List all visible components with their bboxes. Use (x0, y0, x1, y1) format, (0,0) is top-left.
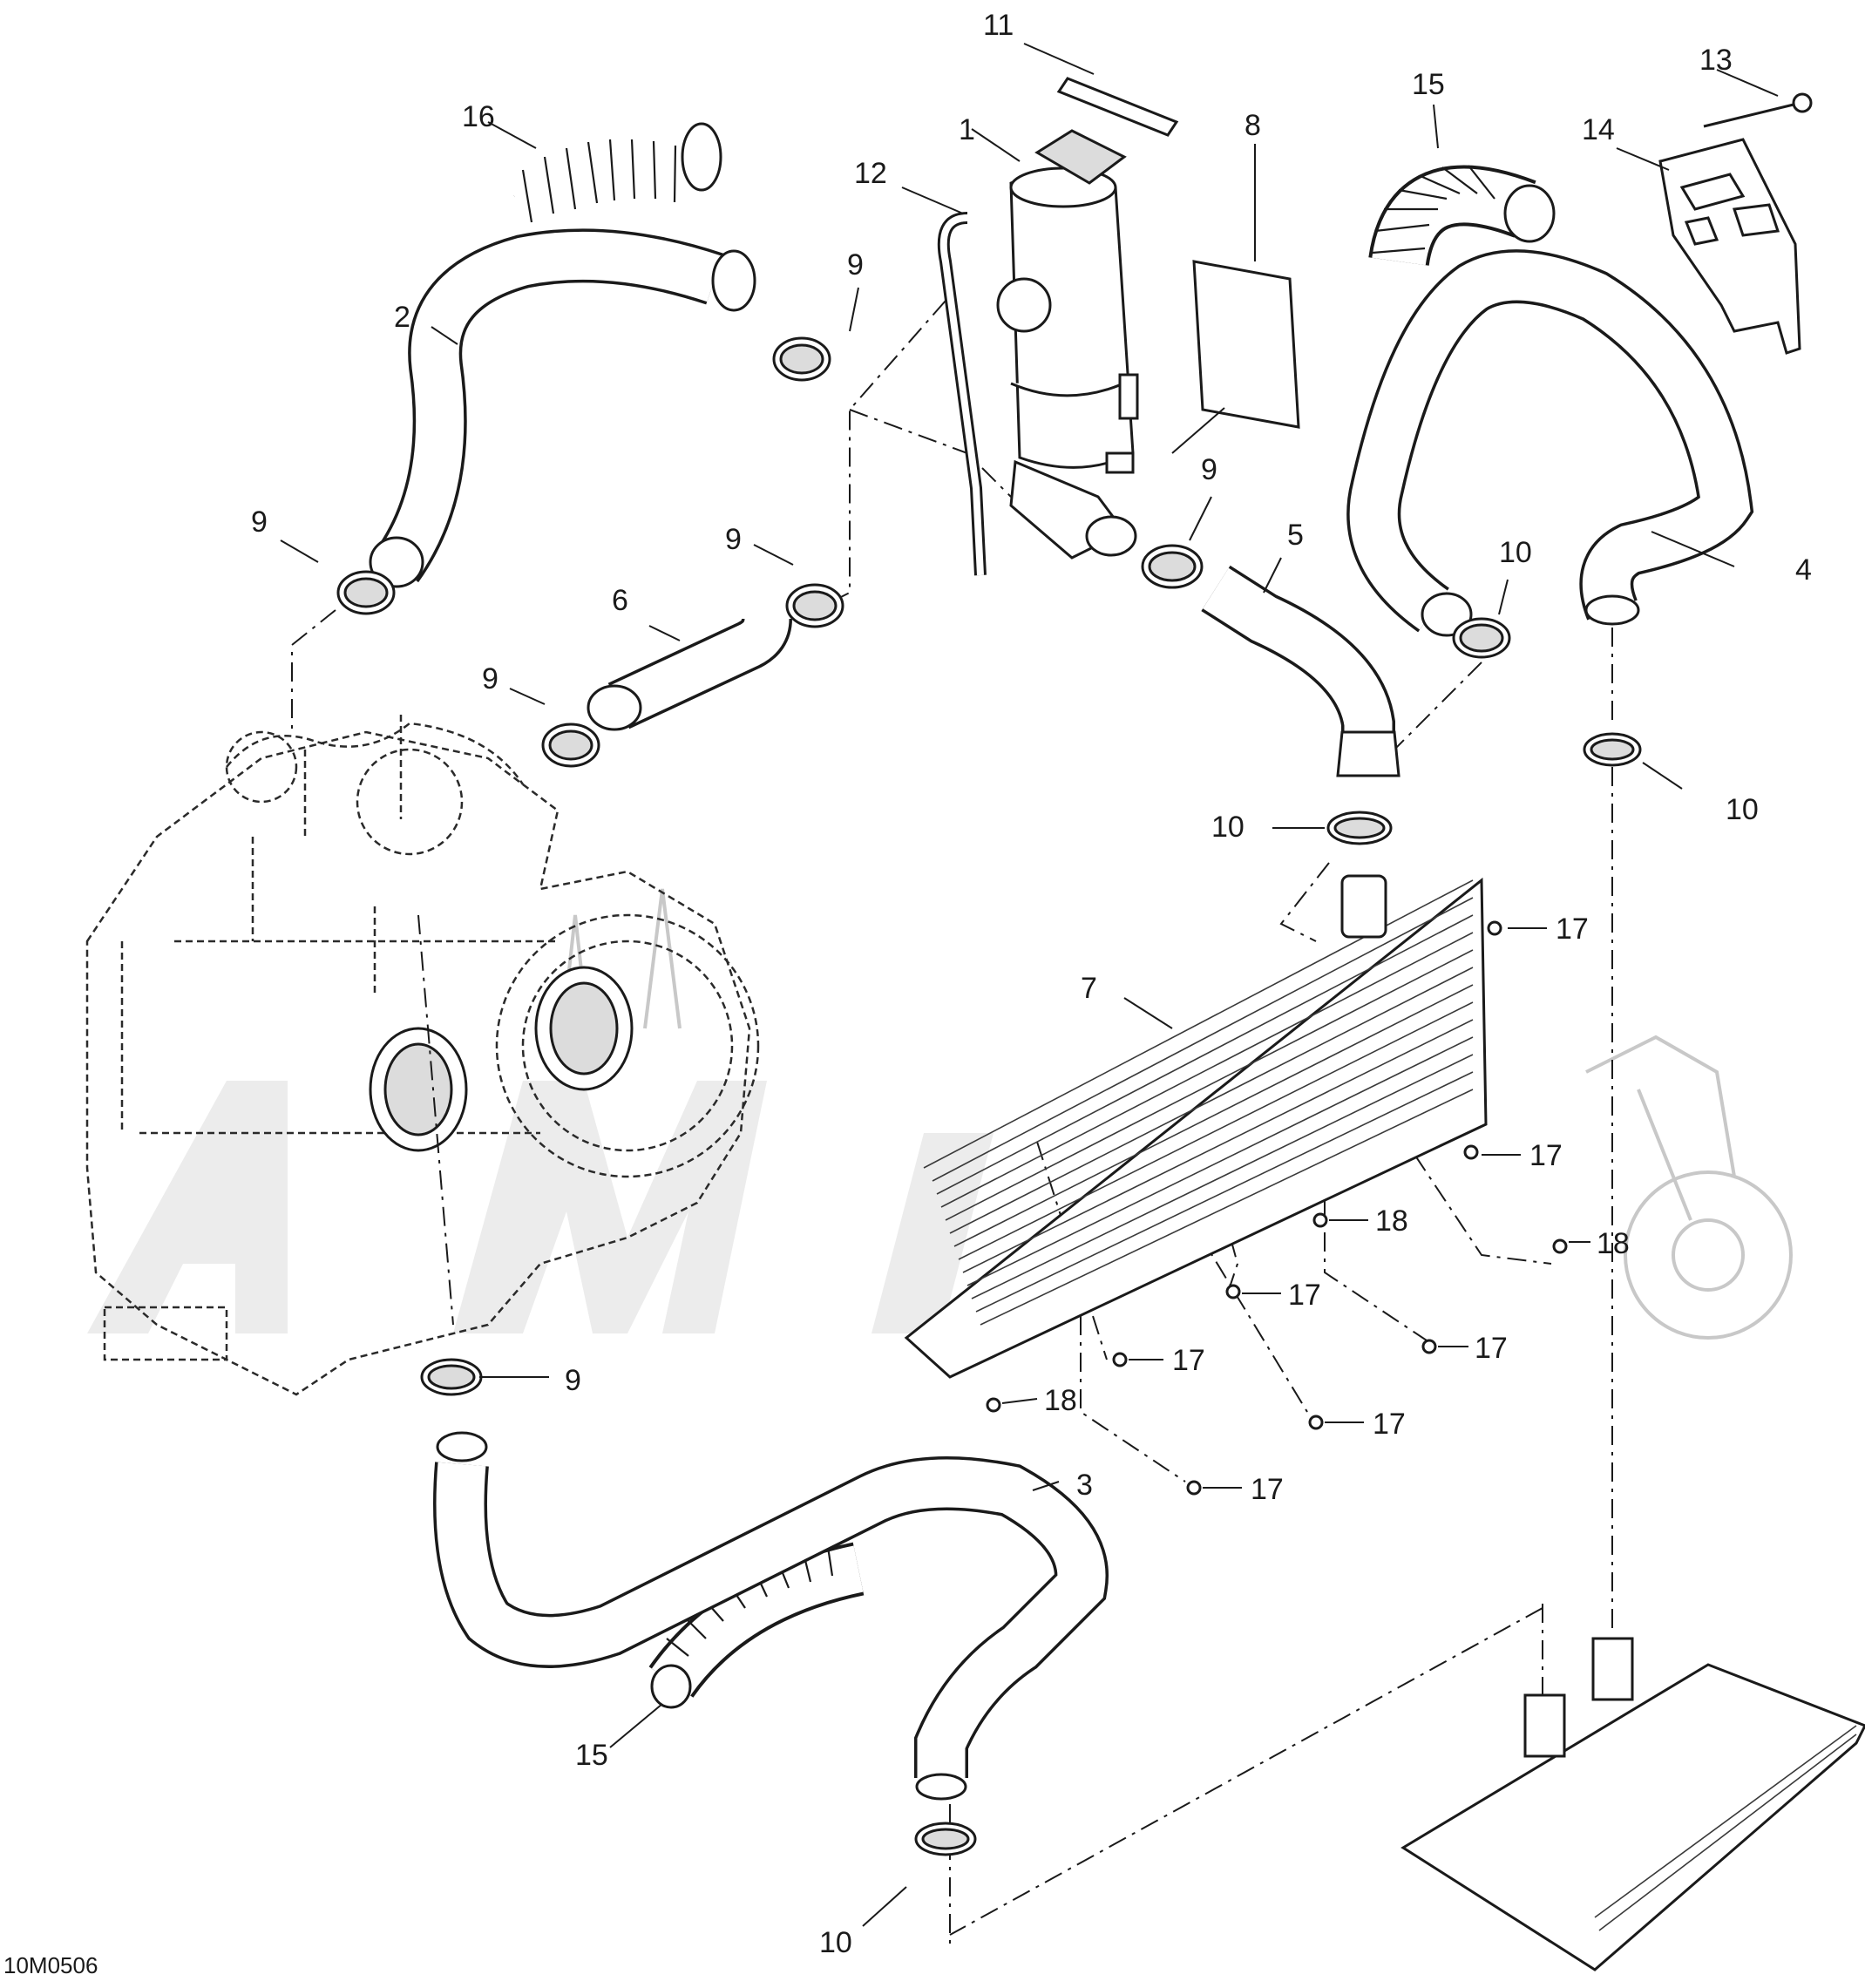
callout-10: 10 (819, 1926, 852, 1959)
rivets (986, 920, 1568, 1496)
warning-label (1192, 260, 1300, 429)
overflow-tube (937, 212, 987, 576)
corrugated-hose-15-lower (648, 1542, 865, 1709)
callout-15: 15 (575, 1739, 608, 1772)
callout-18: 18 (1375, 1204, 1408, 1238)
screw-13 (1703, 92, 1813, 128)
callout-17: 17 (1556, 913, 1589, 946)
hose-clamp-10 (914, 617, 1642, 1856)
callout-17: 17 (1475, 1332, 1508, 1365)
watermark-logo (87, 888, 1793, 1340)
callout-9: 9 (251, 505, 268, 539)
callout-18: 18 (1044, 1384, 1077, 1417)
leader-lines (280, 43, 1779, 1927)
callout-9: 9 (482, 662, 498, 695)
callout-1: 1 (959, 113, 975, 146)
callout-17: 17 (1529, 1139, 1563, 1172)
coolant-reservoir (996, 129, 1139, 560)
rivet-18 (986, 1212, 1568, 1413)
corrugated-hose-15-upper (1368, 165, 1556, 268)
callout-16: 16 (462, 100, 495, 133)
hose-6 (587, 617, 792, 731)
callout-9: 9 (565, 1364, 581, 1397)
corrugated-hose-16 (497, 122, 722, 223)
lower-heat-exchanger (1400, 1637, 1865, 1971)
callout-7: 7 (1081, 972, 1097, 1005)
mounting-bracket (1658, 138, 1801, 355)
rivet-17 (1112, 920, 1502, 1496)
hose-clamp-9 (336, 336, 1204, 1396)
callout-6: 6 (612, 584, 628, 617)
callout-10: 10 (1211, 811, 1244, 844)
callout-5: 5 (1287, 519, 1304, 552)
callout-10: 10 (1726, 793, 1759, 826)
hose-2 (369, 228, 756, 588)
engine-block (85, 715, 760, 1396)
callout-14: 14 (1582, 113, 1615, 146)
callout-17: 17 (1251, 1473, 1284, 1506)
callout-17: 17 (1373, 1408, 1406, 1441)
callout-18: 18 (1597, 1227, 1630, 1260)
callout-10: 10 (1499, 536, 1532, 569)
callout-9: 9 (847, 248, 864, 282)
callout-11: 11 (983, 9, 1014, 42)
hose-5 (1201, 565, 1400, 777)
radiator-cap (1056, 77, 1179, 137)
callout-3: 3 (1076, 1469, 1093, 1502)
callout-2: 2 (394, 301, 410, 334)
callout-15: 15 (1412, 68, 1445, 101)
callout-17: 17 (1172, 1344, 1205, 1377)
callout-4: 4 (1795, 553, 1812, 587)
drawing-code: 10M0506 (3, 1952, 98, 1978)
callout-8: 8 (1244, 109, 1261, 142)
heat-exchanger (904, 874, 1488, 1379)
heat-exchanger-fins (923, 879, 1474, 1326)
callout-13: 13 (1699, 44, 1733, 77)
hose-3 (433, 1431, 1109, 1801)
callout-9: 9 (725, 523, 742, 556)
callout-9: 9 (1201, 453, 1217, 486)
callout-17: 17 (1288, 1279, 1321, 1312)
callout-labels: 1 2 3 4 5 6 7 8 9 9 9 9 9 9 10 10 10 10 … (251, 9, 1812, 1959)
callout-12: 12 (854, 157, 887, 190)
hose-4 (1346, 249, 1754, 637)
